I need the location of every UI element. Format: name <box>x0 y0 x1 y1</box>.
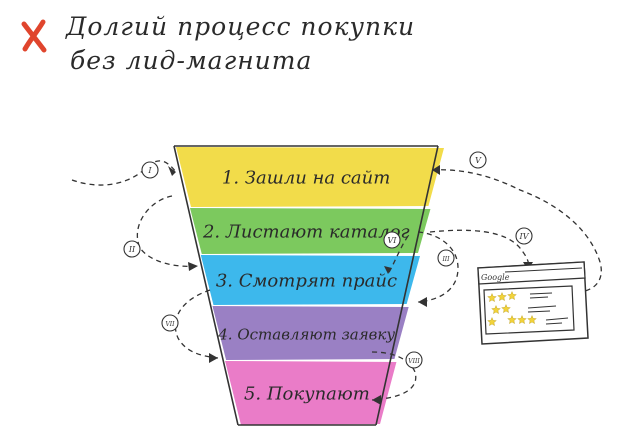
step-badge-3: III <box>437 249 455 267</box>
browser-window-reviews-icon: Google <box>477 261 589 345</box>
star-icon <box>507 290 517 301</box>
arrow-head-8 <box>372 395 381 405</box>
step-badge-label: III <box>441 256 450 263</box>
funnel-stage-label: 4. Оставляют заявку <box>217 326 395 344</box>
funnel-stage-label: 5. Покупают <box>244 384 370 405</box>
funnel-stage-4: 4. Оставляют заявку <box>212 306 409 360</box>
star-icon <box>527 314 537 325</box>
arrow-step-3 <box>417 231 459 303</box>
star-icon <box>491 304 501 315</box>
star-icon <box>497 291 507 302</box>
star-icon <box>507 314 517 325</box>
arrow-head-7 <box>209 353 218 363</box>
browser-tab-label: Google <box>481 273 510 282</box>
step-badge-8: VIII <box>405 351 423 369</box>
funnel-stage-fill <box>212 306 409 360</box>
step-badge-label: VIII <box>408 358 420 365</box>
funnel-stage-3: 3. Смотрят прайс <box>200 255 420 305</box>
arrow-head-2 <box>188 262 198 271</box>
step-badge-7: VII <box>161 314 179 332</box>
step-badge-label: I <box>147 166 152 175</box>
star-icon <box>487 316 497 327</box>
review-text-lines <box>527 292 569 325</box>
step-badge-label: VI <box>388 236 398 245</box>
funnel-stage-1: 1. Зашли на сайт <box>176 147 444 207</box>
funnel-right-edge <box>375 145 439 426</box>
star-icon <box>517 314 527 325</box>
funnel-stage-label: 3. Смотрят прайс <box>216 271 397 292</box>
funnel-stage-fill <box>225 361 397 425</box>
funnel-stage-fill <box>200 255 420 305</box>
funnel-stage-5: 5. Покупают <box>225 361 397 425</box>
arrow-step-1 <box>71 160 177 186</box>
arrow-head-5 <box>432 165 440 175</box>
title-line-2: без лид-магнита <box>70 46 313 75</box>
star-icon <box>487 292 497 303</box>
step-badge-4: IV <box>515 227 533 245</box>
step-badge-1: I <box>141 161 159 179</box>
step-badge-label: II <box>128 245 136 254</box>
arrow-step-8 <box>371 351 417 401</box>
funnel-stages: 1. Зашли на сайт 2. Листают каталог 3. Смо… <box>176 147 444 425</box>
funnel-stage-label: 1. Зашли на сайт <box>222 168 390 189</box>
funnel-left-edge <box>173 145 239 426</box>
funnel-stage-label: 2. Листают каталог <box>202 222 410 243</box>
review-stars <box>487 290 537 327</box>
title-line-1: Долгий процесс покупки <box>66 12 416 41</box>
funnel-stage-fill <box>189 208 431 254</box>
arrow-head-6 <box>384 266 392 274</box>
star-icon <box>501 303 511 314</box>
cross-mark-icon <box>21 19 47 53</box>
step-badge-label: VII <box>165 321 175 328</box>
arrow-step-5 <box>431 169 602 293</box>
arrow-step-2 <box>136 195 199 268</box>
funnel-stage-2: 2. Листают каталог <box>189 208 431 254</box>
step-badge-6: VI <box>383 231 401 249</box>
step-badge-label: V <box>475 156 482 165</box>
arrow-head-3 <box>418 297 427 307</box>
arrow-head-1 <box>168 166 176 176</box>
step-badge-label: IV <box>519 232 530 241</box>
step-badge-2: II <box>123 240 141 258</box>
step-badge-5: V <box>469 151 487 169</box>
arrow-step-7 <box>174 289 219 359</box>
funnel-stage-fill <box>176 147 444 207</box>
